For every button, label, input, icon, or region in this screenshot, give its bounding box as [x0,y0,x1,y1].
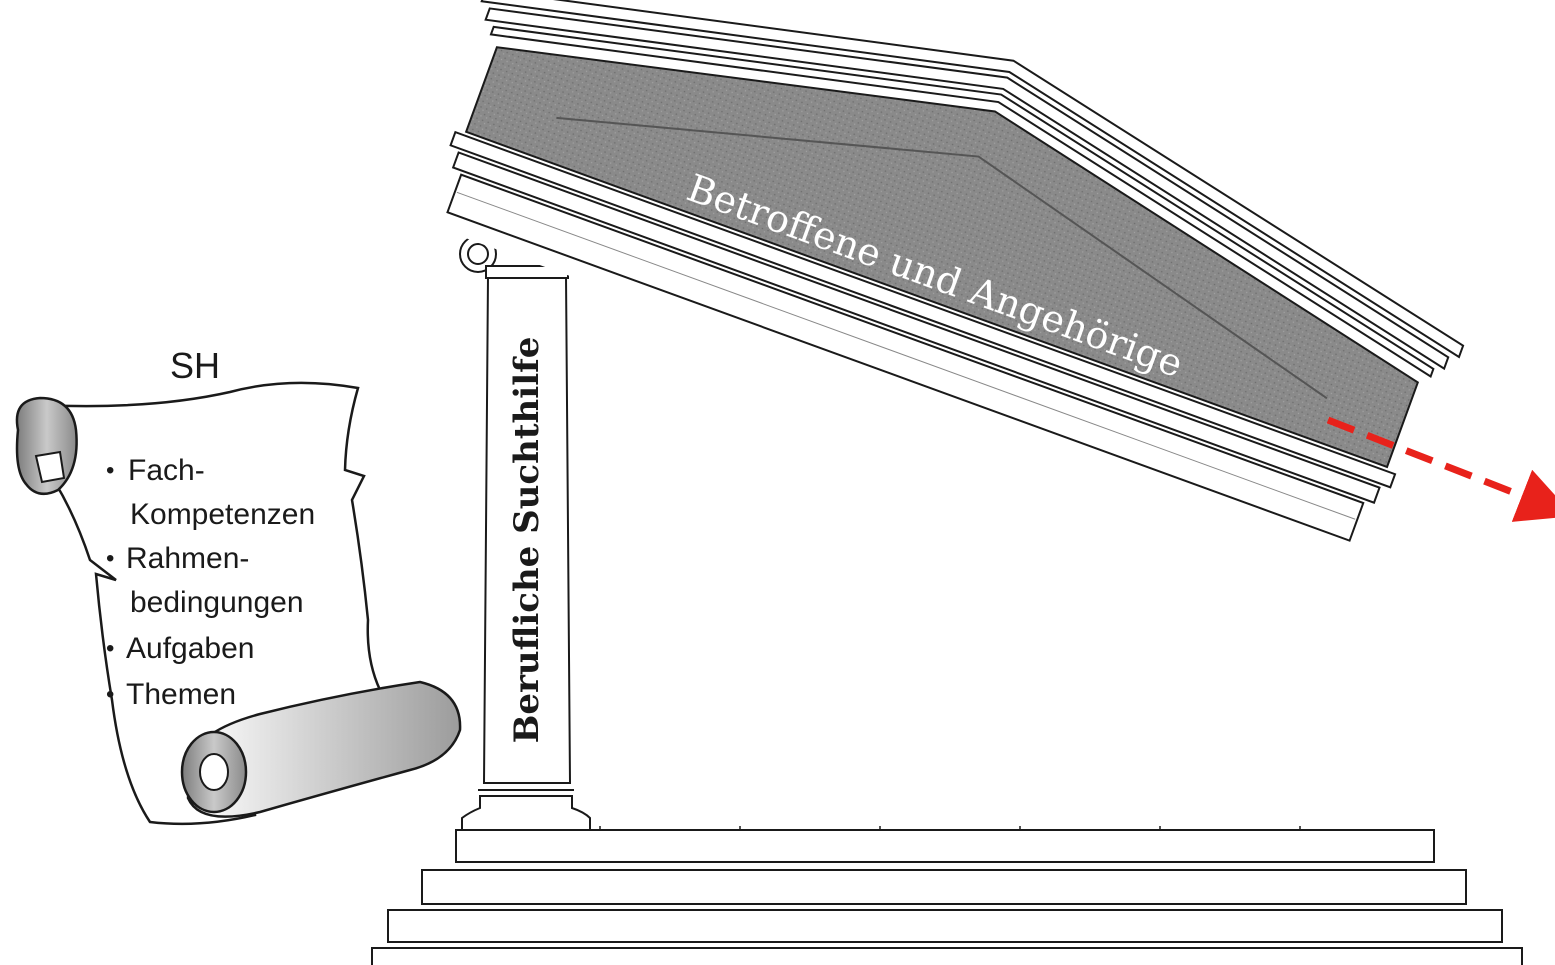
scroll-bullet: • [106,635,114,662]
scroll-item-aufgaben: Aufgaben [126,632,254,665]
step-top [456,830,1434,862]
scroll-item-themen: Themen [126,678,236,711]
scroll-bullet: • [106,545,114,572]
temple-steps [372,826,1522,965]
scroll-item-kompetenzen: Kompetenzen [130,498,315,531]
step-3 [388,910,1502,942]
scroll-item-bedingungen: bedingungen [130,586,304,619]
pillar-base [462,796,590,830]
step-bottom [372,948,1522,965]
pillar-label: Berufliche Suchthilfe [507,337,547,744]
step-2 [422,870,1466,904]
scroll-bullet: • [106,681,114,708]
scroll-title: SH [170,345,220,386]
scroll-bullet: • [106,457,114,484]
scroll-item-rahmen: Rahmen- [126,542,249,575]
scroll-item-fach: Fach- [128,454,205,487]
